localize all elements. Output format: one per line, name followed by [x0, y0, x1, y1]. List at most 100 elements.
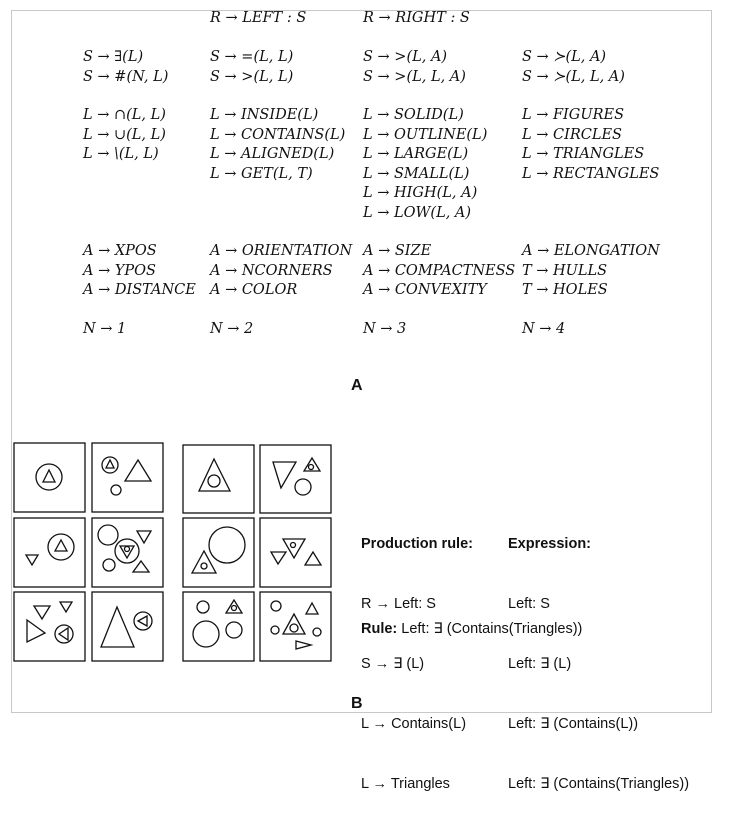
grammar-rule: L → LOW(L, A) [363, 204, 472, 221]
grammar-rule: L → RECTANGLES [522, 165, 660, 182]
grammar-rule: L → OUTLINE(L) [363, 126, 488, 143]
triangle-shape [197, 457, 232, 492]
grammar-column: S → ∃(L) S → #(N, L) [83, 48, 168, 87]
grammar-rule: A → ELONGATION [522, 243, 660, 259]
circle-shape [307, 463, 315, 471]
circle-shape [97, 524, 119, 546]
grammar-rule: S → #(N, L) [83, 68, 169, 85]
circle-shape [35, 463, 63, 491]
grammar-rule: L → TRIANGLES [522, 146, 645, 162]
triangle-shape [26, 618, 47, 644]
left-panel-box [91, 442, 164, 513]
grammar-rule: A → NCORNERS [210, 262, 333, 279]
grammar-rule: A → ORIENTATION [210, 243, 353, 259]
expression-header: Expression: [508, 536, 591, 552]
circle-shape [208, 526, 246, 564]
grammar-column: N → 2 [210, 320, 253, 340]
circle-shape [102, 558, 116, 572]
circle-shape [114, 538, 140, 564]
circle-shape [47, 533, 75, 561]
grammar-rule: L → \(L, L) [83, 146, 159, 162]
production-item: L → Triangles [361, 776, 450, 792]
right-panel-box [182, 444, 255, 514]
circle-shape [289, 623, 299, 633]
left-panel-box [91, 591, 164, 662]
left-panel-box [13, 517, 86, 588]
grammar-rule: A → YPOS [83, 262, 156, 279]
right-panel-box [182, 517, 255, 588]
production-item: S → ∃ (L) [361, 656, 425, 672]
grammar-column: N → 1 [83, 320, 126, 340]
grammar-rule: L → HIGH(L, A) [363, 185, 478, 201]
production-header: Production rule: [361, 536, 473, 552]
grammar-rule: L → LARGE(L) [363, 146, 469, 162]
circle-shape [270, 600, 282, 612]
grammar-rule: L → SOLID(L) [363, 107, 464, 123]
grammar-column: S → ≻(L, A)S → ≻(L, L, A) [522, 48, 625, 87]
production-item: L → Contains(L) [361, 716, 467, 732]
grammar-rule: N → 2 [210, 321, 254, 337]
expression-item: Left: ∃ (Contains(L)) [508, 716, 639, 732]
circle-shape [110, 484, 122, 496]
grammar-rule: A → XPOS [83, 243, 157, 259]
grammar-rule: T → HOLES [522, 282, 608, 298]
triangle-shape [136, 614, 148, 628]
circle-shape [133, 611, 153, 631]
circle-shape [196, 600, 210, 614]
panel-a-label: A [351, 377, 363, 394]
triangle-shape [281, 538, 307, 560]
right-panel-box [259, 517, 332, 588]
triangle-shape [295, 640, 314, 650]
left-panel-box [91, 517, 164, 588]
bongard-problem-figure [13, 442, 332, 662]
circle-shape [312, 627, 322, 637]
circle-shape [225, 621, 243, 639]
grammar-rule: N → 1 [83, 321, 127, 337]
grammar-rule: L → ∪(L, L) [83, 126, 166, 143]
grammar-rule: A → COMPACTNESS [363, 262, 516, 279]
production-rules: Production rule: R → Left: S S → ∃ (L) L… [361, 494, 473, 814]
grammar-rule: L → FIGURES [522, 107, 625, 123]
circle-shape [289, 541, 297, 549]
triangle-shape [303, 550, 323, 566]
grammar-rule: N → 3 [363, 321, 407, 337]
grammar-rule: N → 4 [522, 321, 566, 337]
expression-item: Left: ∃ (Contains(Triangles)) [508, 776, 690, 792]
rule-label: Rule: [361, 621, 398, 637]
triangle-shape [224, 598, 244, 614]
expression-item: Left: S [508, 596, 550, 612]
grammar-rule: L → ∩(L, L) [83, 107, 166, 123]
grammar-column: N → 3 [363, 320, 406, 340]
right-panel-box [182, 591, 255, 662]
triangle-shape [123, 458, 153, 482]
triangle-shape [100, 605, 135, 648]
grammar-column: N → 4 [522, 320, 565, 340]
circle-shape [54, 624, 74, 644]
circle-shape [207, 474, 221, 488]
grammar-rule: S → =(L, L) [210, 49, 294, 65]
panel-b-label: B [351, 695, 363, 712]
circle-shape [270, 625, 280, 635]
grammar-rule: L → CIRCLES [522, 126, 622, 143]
circle-shape [294, 478, 312, 496]
triangle-shape [272, 461, 298, 490]
grammar-rule: S → >(L, A) [363, 49, 448, 65]
expressions: Expression: Left: S Left: ∃ (L) Left: ∃ … [508, 494, 689, 814]
grammar-rule: A → COLOR [210, 282, 298, 298]
grammar-column: L → ∩(L, L) L → ∪(L, L) L → \(L, L) [83, 106, 166, 165]
grammar-rule: A → DISTANCE [83, 282, 196, 298]
grammar-column: A → ELONGATION T → HULLS T → HOLES [522, 242, 660, 301]
triangle-shape [281, 612, 307, 635]
grammar-rule: S → >(L, L) [210, 68, 294, 85]
grammar-column: S → >(L, A) S → >(L, L, A) [363, 48, 466, 87]
triangle-shape [190, 549, 218, 574]
triangle-shape [131, 559, 151, 573]
triangle-shape [302, 456, 322, 472]
grammar-rule: S → >(L, L, A) [363, 68, 466, 85]
grammar-rule: L → GET(L, T) [210, 165, 313, 182]
circle-shape [200, 562, 208, 570]
grammar-rule: T → HULLS [522, 262, 608, 279]
grammar-rule: S → ∃(L) [83, 49, 144, 65]
triangle-shape [57, 626, 69, 642]
